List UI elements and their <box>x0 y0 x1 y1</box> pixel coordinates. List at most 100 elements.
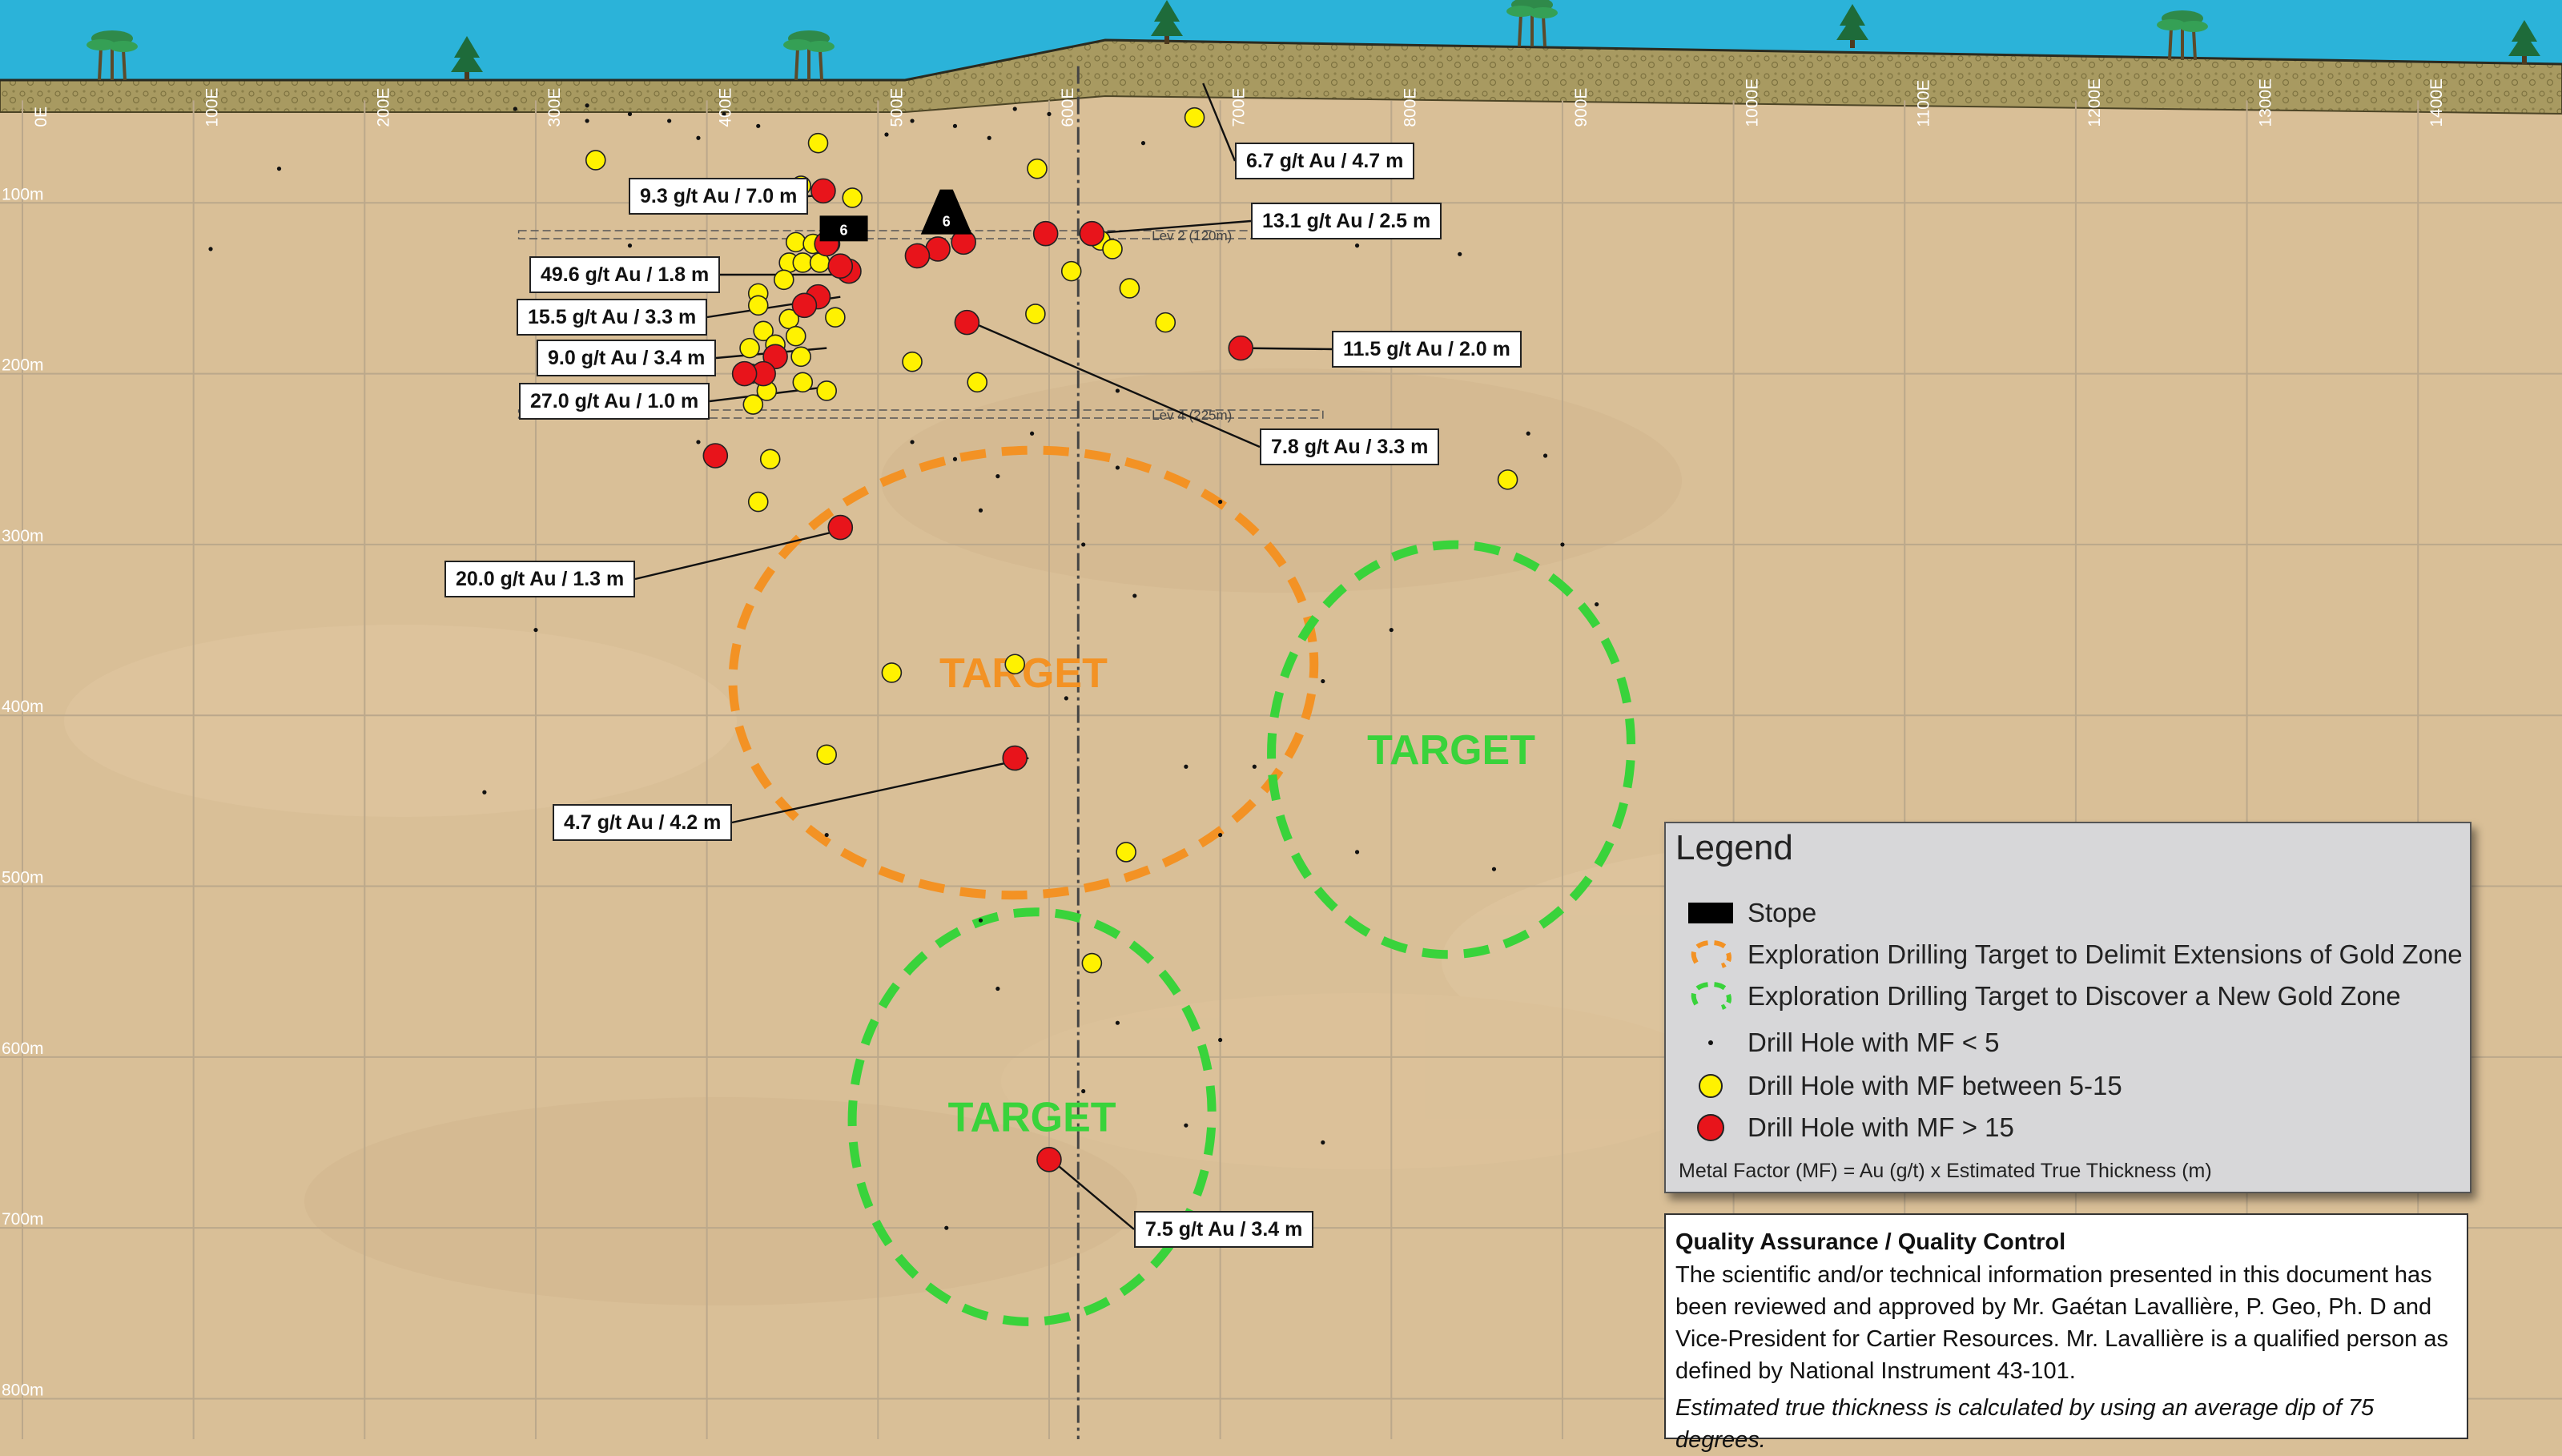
drill-hole-mid-mf <box>882 663 901 682</box>
depth-tick-label: 600m <box>2 1040 44 1058</box>
drill-hole-mid-mf <box>740 339 759 358</box>
drill-hole-low-mf <box>1560 542 1564 546</box>
drill-hole-high-mf <box>811 179 835 203</box>
drill-hole-low-mf <box>1390 628 1394 632</box>
drill-hole-low-mf <box>979 919 983 923</box>
drill-hole-mid-mf <box>791 347 810 366</box>
drill-hole-low-mf <box>884 132 888 136</box>
depth-tick-label: 500m <box>2 869 44 887</box>
drill-hole-low-mf <box>277 167 281 171</box>
easting-tick-label: 900E <box>1572 88 1591 127</box>
drill-hole-mid-mf <box>586 151 605 170</box>
drill-hole-low-mf <box>1218 500 1222 504</box>
drill-hole-mid-mf <box>749 296 768 315</box>
drill-hole-low-mf <box>1116 1021 1120 1025</box>
stope-icon <box>1687 901 1735 925</box>
qaqc-panel: Quality Assurance / Quality Control The … <box>1664 1213 2468 1439</box>
depth-tick-label: 400m <box>2 698 44 716</box>
depth-tick-label: 200m <box>2 356 44 375</box>
drill-hole-low-mf <box>1047 112 1051 116</box>
drill-hole-low-mf <box>1355 850 1359 854</box>
mine-level-label: Lev 2 (120m) <box>1152 228 1232 243</box>
legend-label: Stope <box>1748 898 1816 928</box>
intercept-label: 20.0 g/t Au / 1.3 m <box>444 561 635 597</box>
easting-tick-label: 800E <box>1401 88 1419 127</box>
intercept-label: 27.0 g/t Au / 1.0 m <box>519 383 710 420</box>
legend-label: Exploration Drilling Target to Discover … <box>1748 981 2401 1012</box>
drill-hole-high-mf <box>792 293 816 317</box>
intercept-label: 49.6 g/t Au / 1.8 m <box>529 256 720 293</box>
drill-hole-mid-mf <box>1082 954 1101 973</box>
yellow-dot-icon <box>1697 1072 1724 1100</box>
drill-hole-mid-mf <box>1498 470 1518 489</box>
stope-label: 6 <box>943 214 951 230</box>
intercept-label: 15.5 g/t Au / 3.3 m <box>517 299 707 336</box>
drill-hole-mid-mf <box>903 352 922 372</box>
legend-item-orange-target: Exploration Drilling Target to Delimit E… <box>1674 934 2463 975</box>
stope-label: 6 <box>840 222 848 238</box>
qaqc-title: Quality Assurance / Quality Control <box>1675 1229 2457 1256</box>
legend-item-mf-low: Drill Hole with MF < 5 <box>1674 1022 1999 1064</box>
intercept-label: 13.1 g/t Au / 2.5 m <box>1251 203 1442 239</box>
drill-hole-mid-mf <box>843 188 862 207</box>
green-target-label: TARGET <box>1367 727 1535 774</box>
drill-hole-low-mf <box>1321 679 1325 683</box>
drill-hole-low-mf <box>513 107 517 111</box>
drill-hole-high-mf <box>733 362 757 386</box>
drill-hole-high-mf <box>1080 222 1104 246</box>
drill-hole-mid-mf <box>774 270 794 289</box>
drill-hole-mid-mf <box>1120 279 1139 298</box>
drill-hole-low-mf <box>1184 765 1188 769</box>
drill-hole-low-mf <box>910 440 914 444</box>
drill-hole-low-mf <box>1081 1089 1085 1093</box>
drill-hole-low-mf <box>1116 465 1120 469</box>
drill-hole-low-mf <box>1081 542 1085 546</box>
easting-tick-label: 300E <box>545 88 564 127</box>
intercept-label: 4.7 g/t Au / 4.2 m <box>553 804 732 841</box>
drill-hole-low-mf <box>1543 453 1547 457</box>
drill-hole-low-mf <box>1458 252 1462 256</box>
easting-tick-label: 100E <box>203 88 222 127</box>
drill-hole-low-mf <box>1218 1038 1222 1042</box>
depth-tick-label: 800m <box>2 1381 44 1399</box>
easting-tick-label: 1300E <box>2257 78 2275 127</box>
drill-hole-low-mf <box>1492 867 1496 871</box>
easting-tick-label: 1100E <box>1914 79 1933 127</box>
drill-hole-low-mf <box>533 628 537 632</box>
drill-hole-high-mf <box>828 516 852 540</box>
drill-hole-mid-mf <box>1185 108 1205 127</box>
drill-hole-low-mf <box>995 987 999 991</box>
drill-hole-low-mf <box>1030 432 1034 436</box>
easting-tick-label: 1000E <box>1744 78 1762 127</box>
drill-hole-low-mf <box>696 136 700 140</box>
legend-item-mf-mid: Drill Hole with MF between 5-15 <box>1674 1065 2122 1107</box>
legend-item-green-target: Exploration Drilling Target to Discover … <box>1674 975 2401 1017</box>
drill-hole-mid-mf <box>826 308 845 327</box>
drill-hole-mid-mf <box>1116 843 1136 862</box>
drill-hole-low-mf <box>1526 432 1530 436</box>
drill-hole-mid-mf <box>1026 304 1045 324</box>
intercept-label: 7.8 g/t Au / 3.3 m <box>1260 428 1439 465</box>
drill-hole-low-mf <box>1132 593 1136 597</box>
drill-hole-low-mf <box>756 124 760 128</box>
drill-hole-high-mf <box>703 444 727 468</box>
drill-hole-mid-mf <box>1103 239 1122 259</box>
drill-hole-mid-mf <box>793 253 812 272</box>
legend-label: Drill Hole with MF between 5-15 <box>1748 1071 2122 1101</box>
drill-hole-low-mf <box>585 103 589 107</box>
green-target-label: TARGET <box>948 1095 1116 1141</box>
intercept-label: 6.7 g/t Au / 4.7 m <box>1235 143 1414 179</box>
drill-hole-low-mf <box>1116 388 1120 392</box>
easting-tick-label: 400E <box>717 88 735 127</box>
drill-hole-mid-mf <box>761 449 780 469</box>
drill-hole-low-mf <box>910 119 914 123</box>
drill-hole-low-mf <box>944 1226 948 1230</box>
drill-hole-mid-mf <box>749 493 768 512</box>
drill-hole-low-mf <box>1595 602 1599 606</box>
legend-title: Legend <box>1675 828 1793 868</box>
legend-item-stope: Stope <box>1674 892 1816 934</box>
drill-hole-low-mf <box>482 790 486 794</box>
drill-hole-low-mf <box>1184 1124 1188 1128</box>
qaqc-note: Estimated true thickness is calculated b… <box>1675 1392 2457 1456</box>
drill-hole-low-mf <box>696 440 700 444</box>
